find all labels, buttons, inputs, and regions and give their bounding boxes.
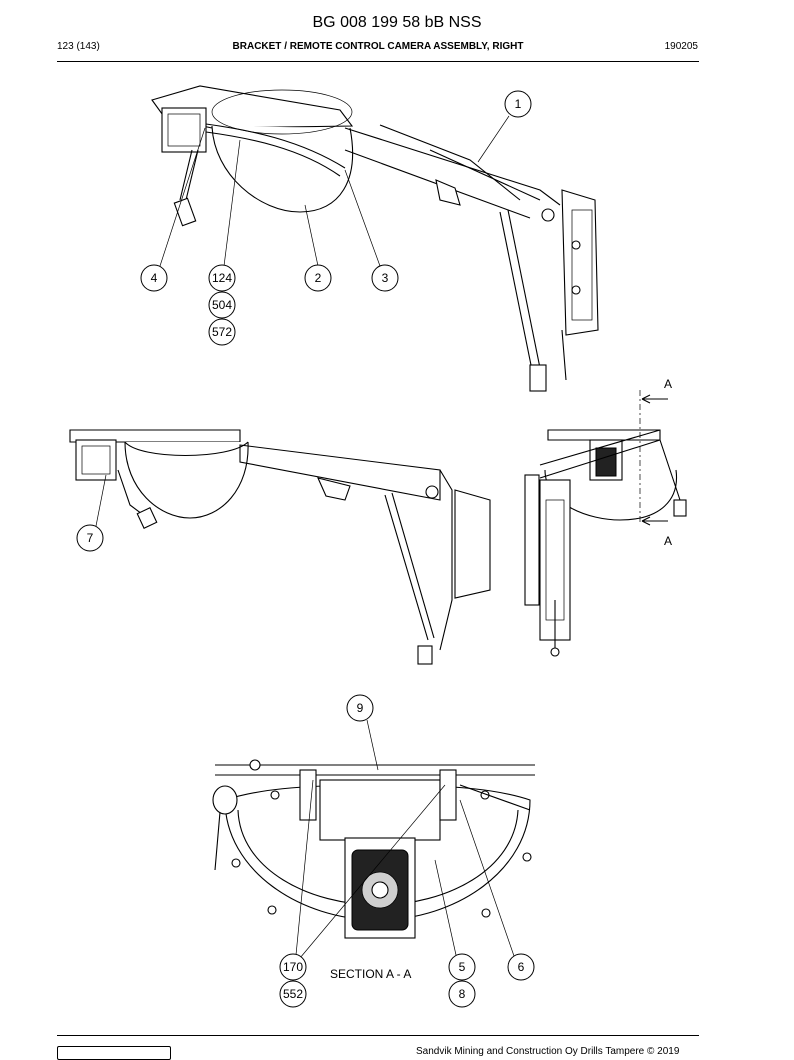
svg-text:8: 8 xyxy=(459,987,466,1001)
callout-1: 1 xyxy=(504,90,532,118)
callout-4: 4 xyxy=(140,264,168,292)
svg-text:1: 1 xyxy=(515,97,522,111)
callout-2: 2 xyxy=(304,264,332,292)
callout-9: 9 xyxy=(346,694,374,722)
section-view xyxy=(212,759,535,939)
page-number: 123 (143) xyxy=(57,41,100,52)
sandvik-logo xyxy=(57,1046,171,1060)
callout-552: 552 xyxy=(279,980,307,1008)
leader-lines xyxy=(95,115,515,959)
svg-text:3: 3 xyxy=(382,271,389,285)
footer-copyright: Sandvik Mining and Construction Oy Drill… xyxy=(416,1046,680,1057)
callout-504: 504 xyxy=(208,291,236,319)
section-marker-bottom: A xyxy=(664,534,672,548)
callout-7: 7 xyxy=(76,524,104,552)
callout-8: 8 xyxy=(448,980,476,1008)
svg-text:170: 170 xyxy=(283,960,303,974)
svg-text:572: 572 xyxy=(212,325,232,339)
svg-text:504: 504 xyxy=(212,298,232,312)
page-title: BRACKET / REMOTE CONTROL CAMERA ASSEMBLY… xyxy=(232,41,524,52)
callout-572: 572 xyxy=(208,318,236,346)
callout-124: 124 xyxy=(208,264,236,292)
svg-text:5: 5 xyxy=(459,960,466,974)
svg-text:9: 9 xyxy=(357,701,364,715)
document-id: BG 008 199 58 bB NSS xyxy=(312,14,482,31)
isometric-view xyxy=(151,85,599,392)
side-view xyxy=(69,429,491,665)
document-date: 190205 xyxy=(664,41,698,52)
svg-text:6: 6 xyxy=(518,960,525,974)
svg-text:2: 2 xyxy=(315,271,322,285)
header-rule xyxy=(57,61,699,62)
rear-view xyxy=(524,390,687,657)
footer-rule xyxy=(57,1035,699,1036)
callout-3: 3 xyxy=(371,264,399,292)
callout-5: 5 xyxy=(448,953,476,981)
svg-text:552: 552 xyxy=(283,987,303,1001)
svg-text:4: 4 xyxy=(151,271,158,285)
svg-text:124: 124 xyxy=(212,271,232,285)
callout-6: 6 xyxy=(507,953,535,981)
section-marker-top: A xyxy=(664,377,672,391)
svg-text:7: 7 xyxy=(87,531,94,545)
callout-170: 170 xyxy=(279,953,307,981)
section-label: SECTION A - A xyxy=(330,967,411,981)
